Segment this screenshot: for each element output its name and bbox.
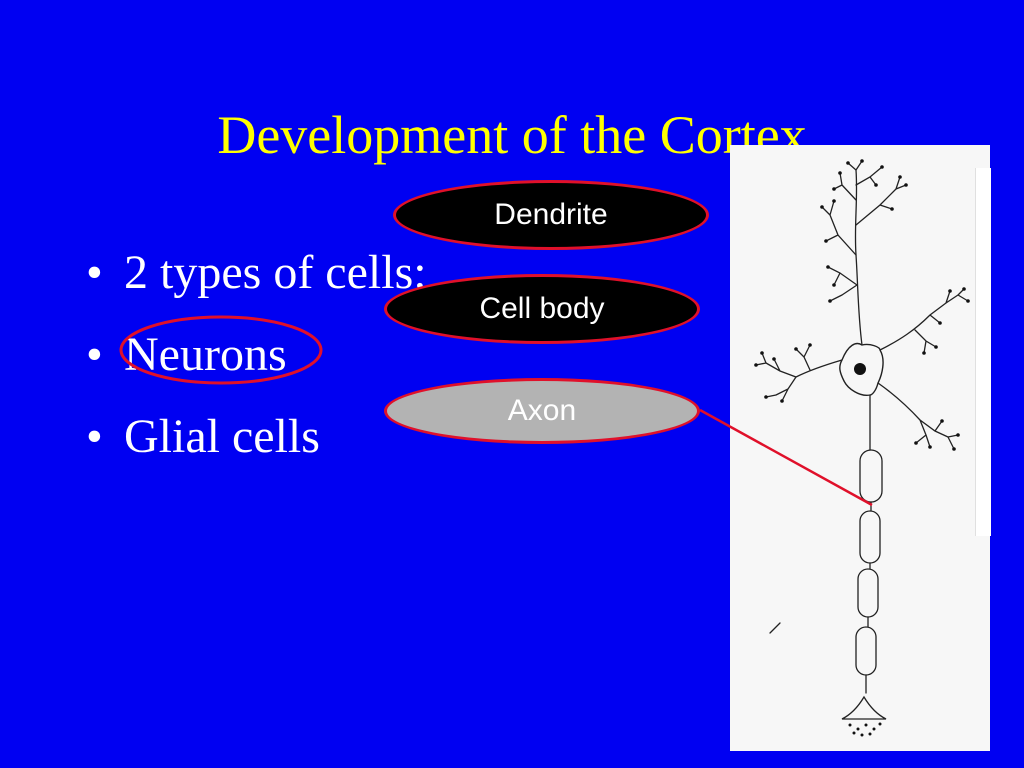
bullet-marker: • <box>86 328 103 381</box>
axon-label-text: Axon <box>507 394 577 427</box>
bullet-list: • 2 types of cells: • Neurons • Glial ce… <box>86 232 427 478</box>
bullet-text: Glial cells <box>124 410 320 463</box>
cell-body-label: Cell body <box>384 274 700 344</box>
neuron-diagram-icon <box>754 159 970 737</box>
bullet-item: • 2 types of cells: <box>86 232 427 314</box>
bullet-text-neurons: Neurons <box>124 328 287 381</box>
cell-body-label-text: Cell body <box>479 292 605 325</box>
panel-edge-strip <box>975 168 991 536</box>
neuron-diagram <box>730 145 990 751</box>
dendrite-label-text: Dendrite <box>494 198 608 231</box>
bullet-text: 2 types of cells: <box>124 246 427 299</box>
dendrite-label: Dendrite <box>393 180 709 250</box>
bullet-marker: • <box>86 410 103 463</box>
axon-label: Axon <box>384 378 700 444</box>
bullet-item: • Neurons <box>86 314 427 396</box>
bullet-marker: • <box>86 246 103 299</box>
slide-title: Development of the Cortex <box>217 105 807 165</box>
bullet-item: • Glial cells <box>86 396 427 478</box>
